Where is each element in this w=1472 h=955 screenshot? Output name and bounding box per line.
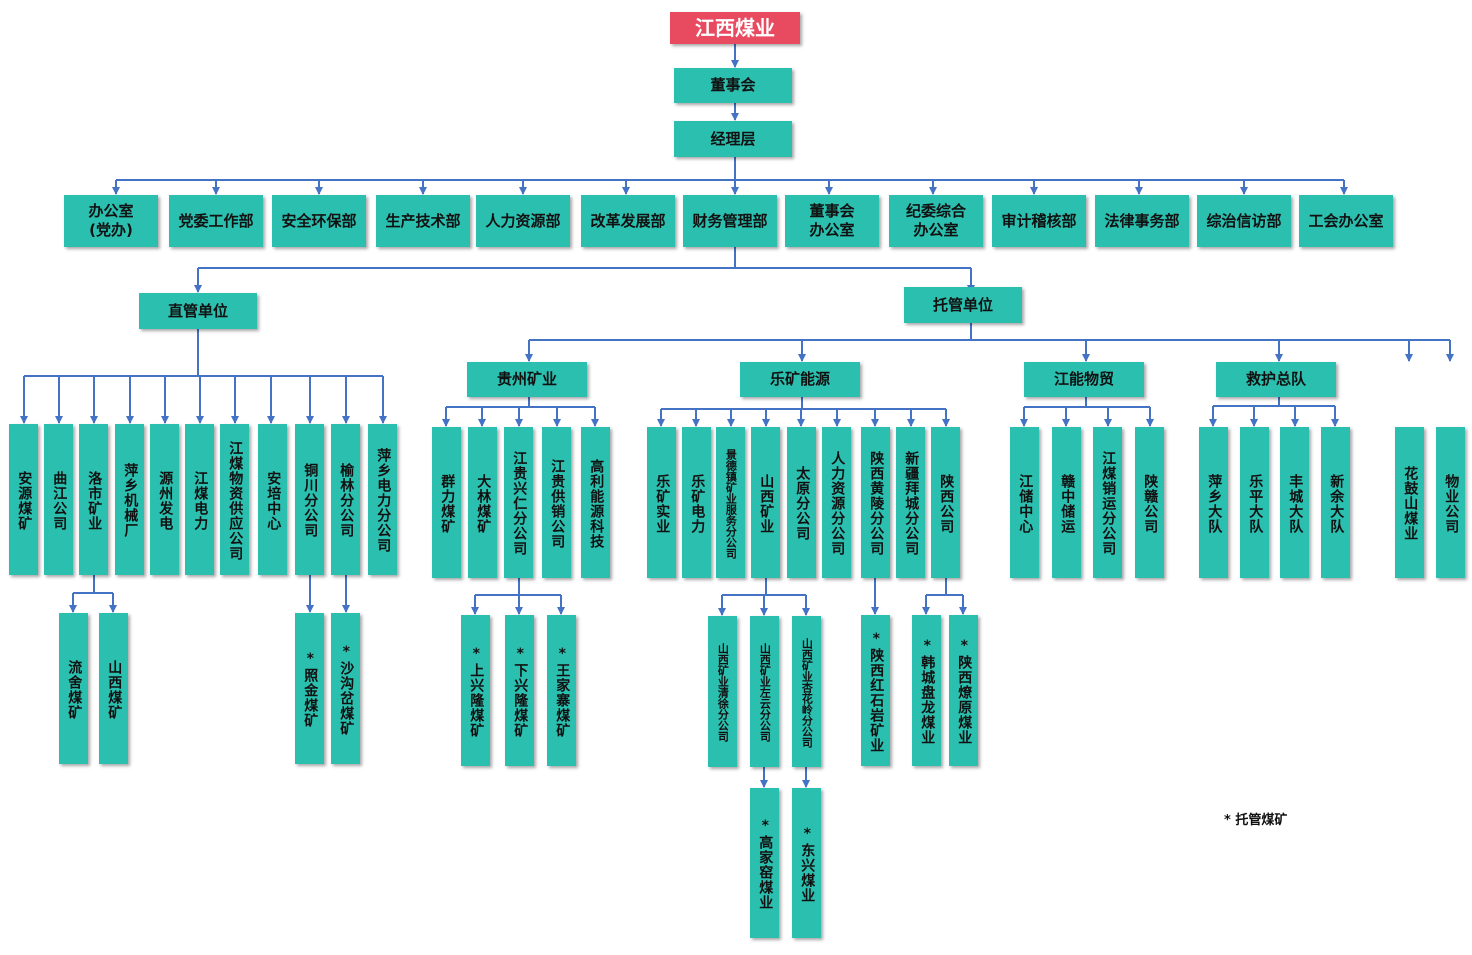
group-guizhou: 贵州矿业: [467, 362, 587, 397]
sub-unit: *东兴煤业: [792, 788, 821, 938]
dept-safety: 安全环保部: [272, 195, 366, 247]
dept-audit: 审计稽核部: [992, 195, 1086, 247]
dept-office: 办公室 (党办): [64, 195, 158, 247]
lekuang-unit: 新疆拜城分公司: [896, 427, 925, 578]
direct-unit: 安培中心: [258, 424, 287, 575]
sub-unit: *高家窑煤业: [750, 788, 779, 938]
sub-unit: *陕西燎原煤业: [949, 615, 978, 766]
group-lekuang: 乐矿能源: [740, 362, 860, 397]
trust-units-node: 托管单位: [904, 287, 1022, 323]
direct-unit: 萍乡机械厂: [115, 424, 144, 575]
sub-unit: *沙沟岔煤矿: [331, 613, 360, 764]
guizhou-unit: 江贵兴仁分公司: [504, 427, 533, 578]
dept-petition: 综治信访部: [1197, 195, 1291, 247]
dept-finance: 财务管理部: [683, 195, 777, 247]
guizhou-unit: 群力煤矿: [432, 427, 461, 578]
sub-unit: *上兴隆煤矿: [461, 615, 490, 766]
direct-unit: 江煤物资供应公司: [220, 424, 249, 575]
sub-unit: 流舍煤矿: [59, 613, 88, 764]
sub-unit: 山西矿业杏花岭分公司: [792, 616, 821, 767]
group-jiangneng: 江能物贸: [1024, 362, 1144, 397]
dept-union: 工会办公室: [1299, 195, 1393, 247]
direct-unit: 安源煤矿: [9, 424, 38, 575]
dept-hr: 人力资源部: [476, 195, 570, 247]
lekuang-unit: 陕西黄陵分公司: [861, 427, 890, 578]
legend-note: * 托管煤矿: [1224, 813, 1288, 828]
direct-unit: 曲江公司: [44, 424, 73, 575]
jiangneng-unit: 江储中心: [1010, 427, 1039, 578]
lekuang-unit: 乐矿实业: [647, 427, 676, 578]
group-rescue: 救护总队: [1216, 362, 1336, 397]
lekuang-unit: 乐矿电力: [682, 427, 711, 578]
rescue-unit: 萍乡大队: [1199, 427, 1228, 578]
dept-party-work: 党委工作部: [169, 195, 263, 247]
sub-unit: *照金煤矿: [295, 613, 324, 764]
direct-unit: 铜川分公司: [295, 424, 324, 575]
lekuang-unit: 山西矿业: [751, 427, 780, 578]
dept-reform: 改革发展部: [581, 195, 675, 247]
rescue-unit: 乐平大队: [1240, 427, 1269, 578]
dept-discipline: 纪委综合 办公室: [889, 195, 983, 247]
guizhou-unit: 高利能源科技: [581, 427, 610, 578]
management-node: 经理层: [674, 121, 792, 157]
direct-unit: 源州发电: [150, 424, 179, 575]
dept-production: 生产技术部: [376, 195, 470, 247]
sub-unit: *王家寨煤矿: [547, 615, 576, 766]
jiangneng-unit: 赣中储运: [1052, 427, 1081, 578]
other-trust-unit: 花鼓山煤业: [1395, 427, 1424, 578]
direct-unit: 洛市矿业: [79, 424, 108, 575]
direct-unit: 榆林分公司: [331, 424, 360, 575]
jiangneng-unit: 陕赣公司: [1135, 427, 1164, 578]
direct-unit: 萍乡电力分公司: [368, 424, 397, 575]
guizhou-unit: 江贵供销公司: [542, 427, 571, 578]
lekuang-unit: 景德镇矿业服务分公司: [716, 427, 745, 578]
lekuang-unit: 人力资源分公司: [822, 427, 851, 578]
rescue-unit: 丰城大队: [1280, 427, 1309, 578]
sub-unit: 山西煤矿: [99, 613, 128, 764]
sub-unit: *韩城盘龙煤业: [912, 615, 941, 766]
sub-unit: 山西矿业清徐分公司: [708, 616, 737, 767]
sub-unit: 山西矿业左云分公司: [750, 616, 779, 767]
other-trust-unit: 物业公司: [1436, 427, 1465, 578]
direct-units-node: 直管单位: [139, 293, 257, 329]
direct-unit: 江煤电力: [185, 424, 214, 575]
rescue-unit: 新余大队: [1321, 427, 1350, 578]
dept-board-office: 董事会 办公室: [785, 195, 879, 247]
lekuang-unit: 太原分公司: [787, 427, 816, 578]
sub-unit: *下兴隆煤矿: [505, 615, 534, 766]
root-node: 江西煤业: [670, 12, 800, 44]
jiangneng-unit: 江煤销运分公司: [1093, 427, 1122, 578]
dept-legal: 法律事务部: [1095, 195, 1189, 247]
guizhou-unit: 大林煤矿: [468, 427, 497, 578]
board-node: 董事会: [674, 68, 792, 103]
sub-unit: *陕西红石岩矿业: [861, 615, 890, 766]
lekuang-unit: 陕西公司: [931, 427, 960, 578]
